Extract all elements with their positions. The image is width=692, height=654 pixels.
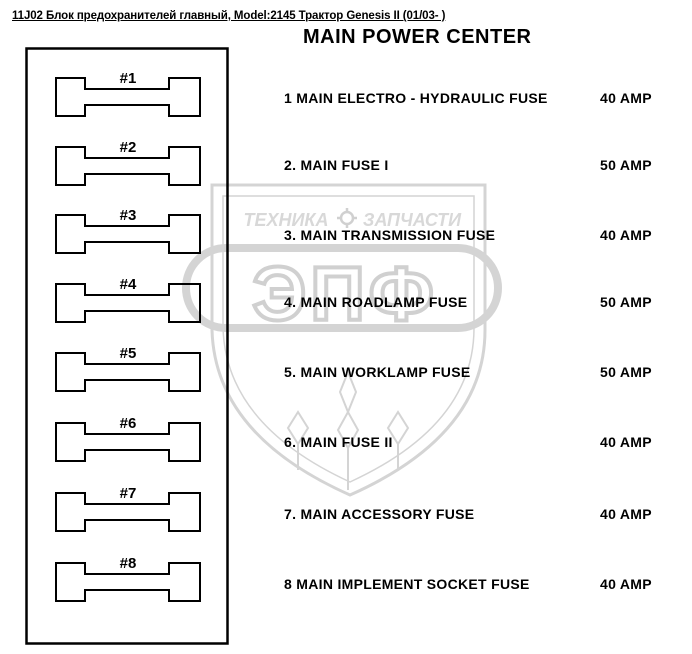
list-item: 7. MAIN ACCESSORY FUSE 40 AMP <box>0 506 692 530</box>
fuse-outline <box>55 77 201 117</box>
fuse-3: #3 <box>55 207 201 254</box>
fuse-outline <box>55 562 201 602</box>
fuse-rating-2: 50 AMP <box>600 157 652 173</box>
fuse-name-1: 1 MAIN ELECTRO - HYDRAULIC FUSE <box>284 90 548 106</box>
fuse-5: #5 <box>55 345 201 392</box>
fuse-outline <box>55 492 201 532</box>
fuse-rating-3: 40 AMP <box>600 227 652 243</box>
fuse-name-7: 7. MAIN ACCESSORY FUSE <box>284 506 475 522</box>
fuse-name-8: 8 MAIN IMPLEMENT SOCKET FUSE <box>284 576 530 592</box>
watermark-logo-text: ЭПФ <box>252 252 438 337</box>
fuse-7: #7 <box>55 485 201 532</box>
gear-icon <box>337 208 357 228</box>
fuse-name-6: 6. MAIN FUSE II <box>284 434 393 450</box>
fuse-label-6: #6 <box>120 415 137 432</box>
fuse-outline <box>55 422 201 462</box>
fuse-rating-6: 40 AMP <box>600 434 652 450</box>
fuse-1: #1 <box>55 70 201 117</box>
page-title: MAIN POWER CENTER <box>303 26 532 48</box>
fuse-outline <box>55 352 201 392</box>
watermark-text-left: ТЕХНИКА <box>243 210 328 230</box>
fuse-rating-5: 50 AMP <box>600 364 652 380</box>
fuse-rating-4: 50 AMP <box>600 294 652 310</box>
header-caption: 11J02 Блок предохранителей главный, Mode… <box>12 10 446 22</box>
fuse-outline <box>55 214 201 254</box>
fuse-rating-1: 40 AMP <box>600 90 652 106</box>
fuse-label-5: #5 <box>120 345 137 362</box>
fuse-2: #2 <box>55 139 201 186</box>
list-item: 5. MAIN WORKLAMP FUSE 50 AMP <box>0 364 692 388</box>
watermark-text-right: ЗАПЧАСТИ <box>363 210 462 230</box>
fuse-outline <box>55 146 201 186</box>
wheat-icon <box>286 369 410 490</box>
list-item: 6. MAIN FUSE II 40 AMP <box>0 434 692 458</box>
fuse-name-4: 4. MAIN ROADLAMP FUSE <box>284 294 468 310</box>
fuse-rating-7: 40 AMP <box>600 506 652 522</box>
fuse-label-8: #8 <box>120 555 137 572</box>
list-item: 1 MAIN ELECTRO - HYDRAULIC FUSE 40 AMP <box>0 90 692 114</box>
fuse-label-1: #1 <box>120 70 137 87</box>
fuse-label-3: #3 <box>120 207 137 224</box>
list-item: 4. MAIN ROADLAMP FUSE 50 AMP <box>0 294 692 318</box>
fuse-4: #4 <box>55 276 201 323</box>
fuse-outline <box>55 283 201 323</box>
fuse-6: #6 <box>55 415 201 462</box>
list-item: 2. MAIN FUSE I 50 AMP <box>0 157 692 181</box>
fuse-name-3: 3. MAIN TRANSMISSION FUSE <box>284 227 496 243</box>
fuse-name-2: 2. MAIN FUSE I <box>284 157 389 173</box>
fuse-name-5: 5. MAIN WORKLAMP FUSE <box>284 364 471 380</box>
list-item: 3. MAIN TRANSMISSION FUSE 40 AMP <box>0 227 692 251</box>
fuse-label-2: #2 <box>120 139 137 156</box>
fuse-label-7: #7 <box>120 485 137 502</box>
fuse-label-4: #4 <box>120 276 137 293</box>
list-item: 8 MAIN IMPLEMENT SOCKET FUSE 40 AMP <box>0 576 692 600</box>
fuse-8: #8 <box>55 555 201 602</box>
fuse-rating-8: 40 AMP <box>600 576 652 592</box>
fuse-box-outline <box>25 47 229 645</box>
